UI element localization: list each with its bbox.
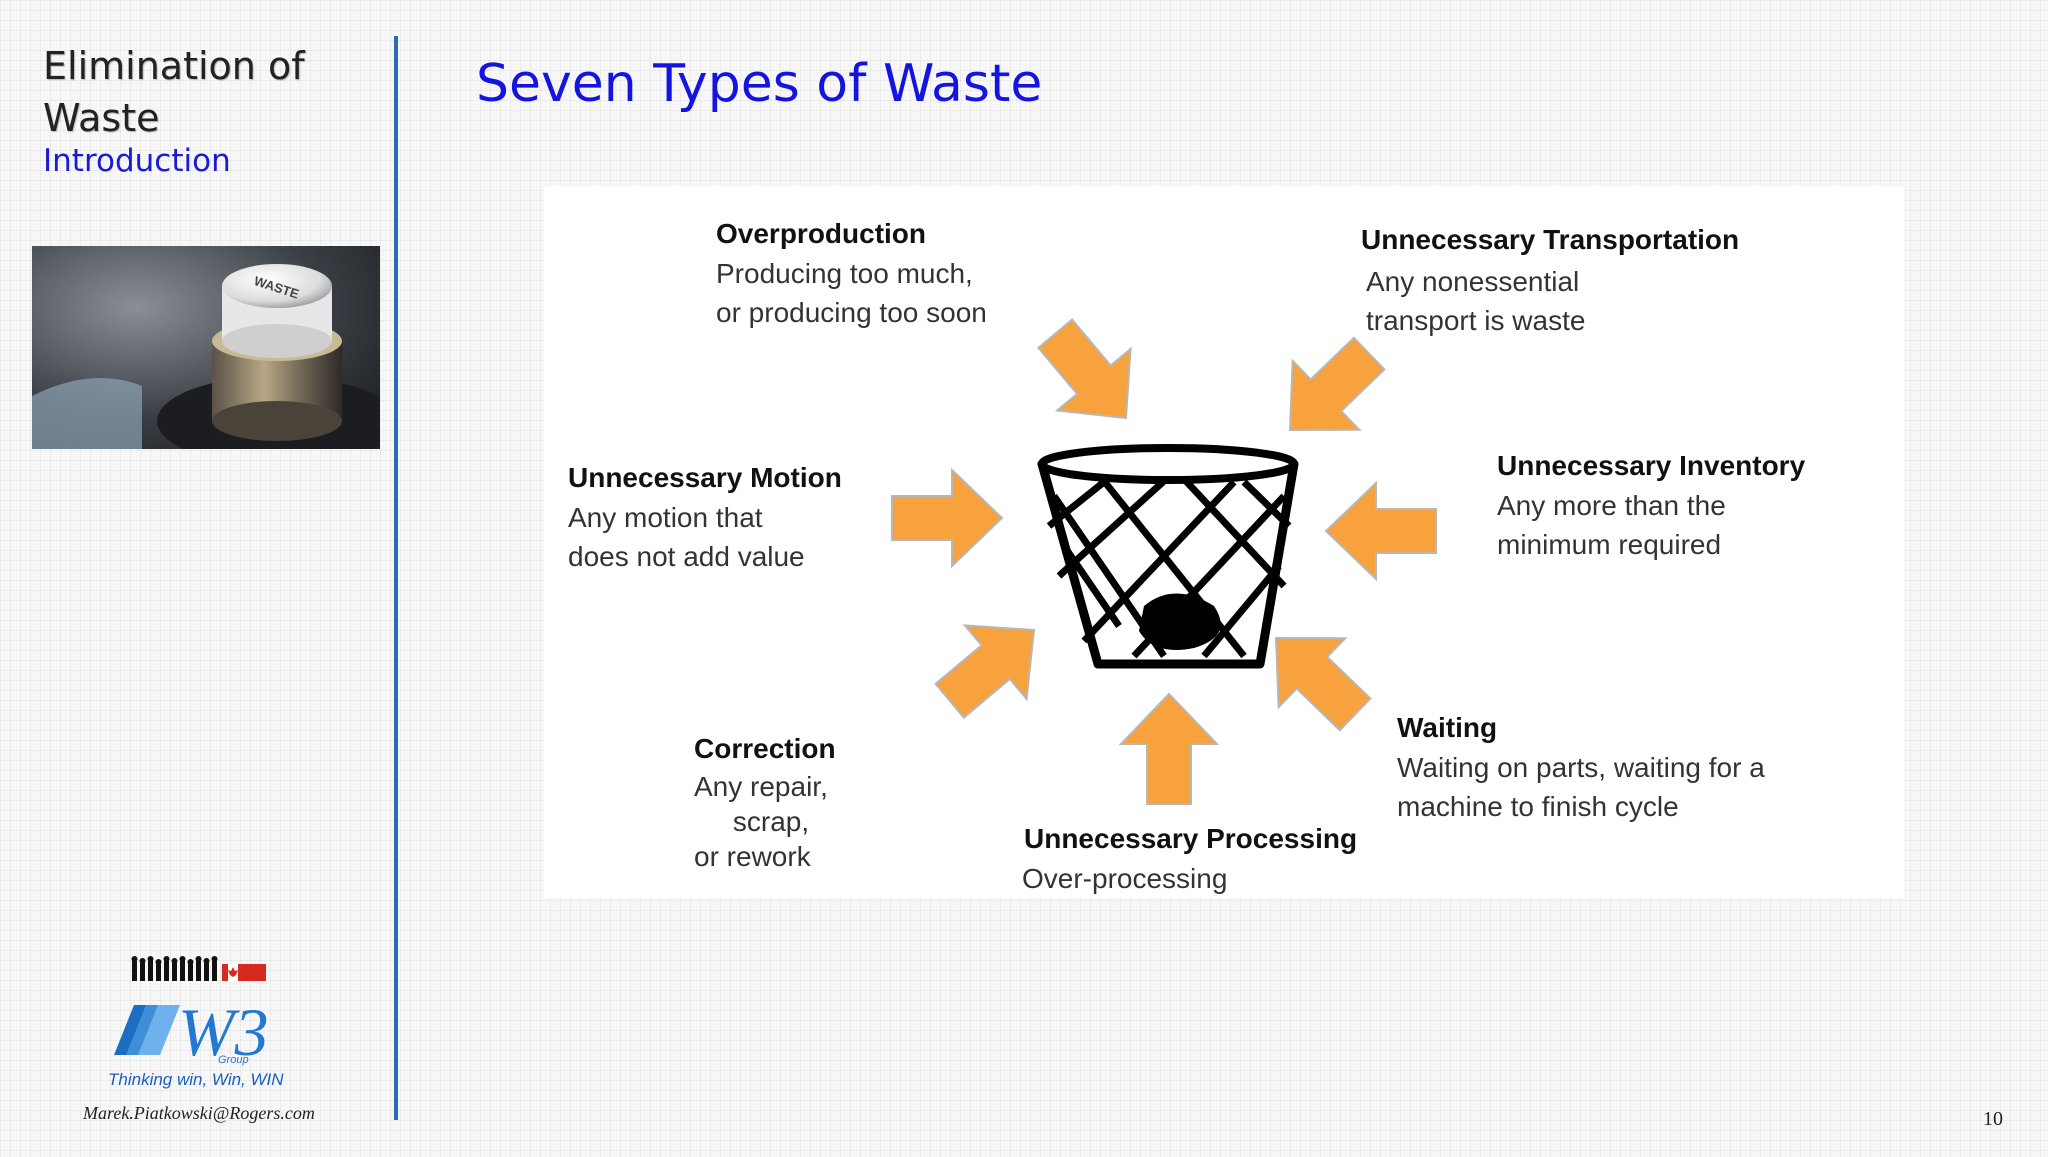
svg-text:W3: W3	[178, 994, 269, 1070]
sidebar-title: Elimination of Waste	[43, 44, 305, 140]
arrow-processing	[1120, 693, 1218, 805]
waste-desc-waiting: Waiting on parts, waiting for a machine …	[1397, 752, 1765, 822]
canada-flag-icon	[222, 964, 266, 981]
w3-group-logo: W3 Group	[100, 955, 300, 1090]
waste-title-waiting: Waiting	[1397, 712, 1498, 743]
waste-title-inventory: Unnecessary Inventory	[1497, 450, 1806, 481]
slide-title: Seven Types of Waste	[476, 54, 1043, 114]
svg-text:Group: Group	[218, 1054, 249, 1066]
waste-desc-overproduction: Producing too much, or producing too soo…	[716, 258, 987, 328]
arrow-motion	[891, 469, 1003, 567]
arrow-correction	[917, 592, 1066, 739]
waste-title-correction: Correction	[694, 733, 836, 764]
sidebar-subtitle: Introduction	[43, 143, 231, 179]
waste-desc-transportation: Any nonessential transport is waste	[1366, 266, 1586, 336]
waste-title-motion: Unnecessary Motion	[568, 462, 842, 493]
waste-title-overproduction: Overproduction	[716, 218, 927, 249]
trash-bin-icon	[1037, 444, 1299, 669]
arrow-inventory	[1325, 482, 1437, 580]
page-number: 10	[1983, 1108, 2003, 1130]
waste-title-transportation: Unnecessary Transportation	[1361, 224, 1740, 255]
waste-desc-processing: Over-processing	[1022, 863, 1228, 894]
waste-title-processing: Unnecessary Processing	[1024, 823, 1358, 854]
waste-cap-photo: WASTE	[32, 246, 380, 449]
waste-diagram: Overproduction Producing too much, or pr…	[544, 186, 1904, 898]
waste-desc-inventory: Any more than the minimum required	[1497, 490, 1726, 560]
tagline: Thinking win, Win, WIN	[108, 1070, 284, 1089]
vertical-divider	[394, 36, 398, 1120]
contact-email: Marek.Piatkowski@Rogers.com	[83, 1103, 315, 1123]
arrow-overproduction	[1017, 301, 1164, 450]
waste-desc-motion: Any motion that does not add value	[568, 502, 805, 572]
waste-desc-correction: Any repair, scrap, or rework	[694, 771, 828, 872]
arrow-transportation	[1255, 318, 1404, 466]
